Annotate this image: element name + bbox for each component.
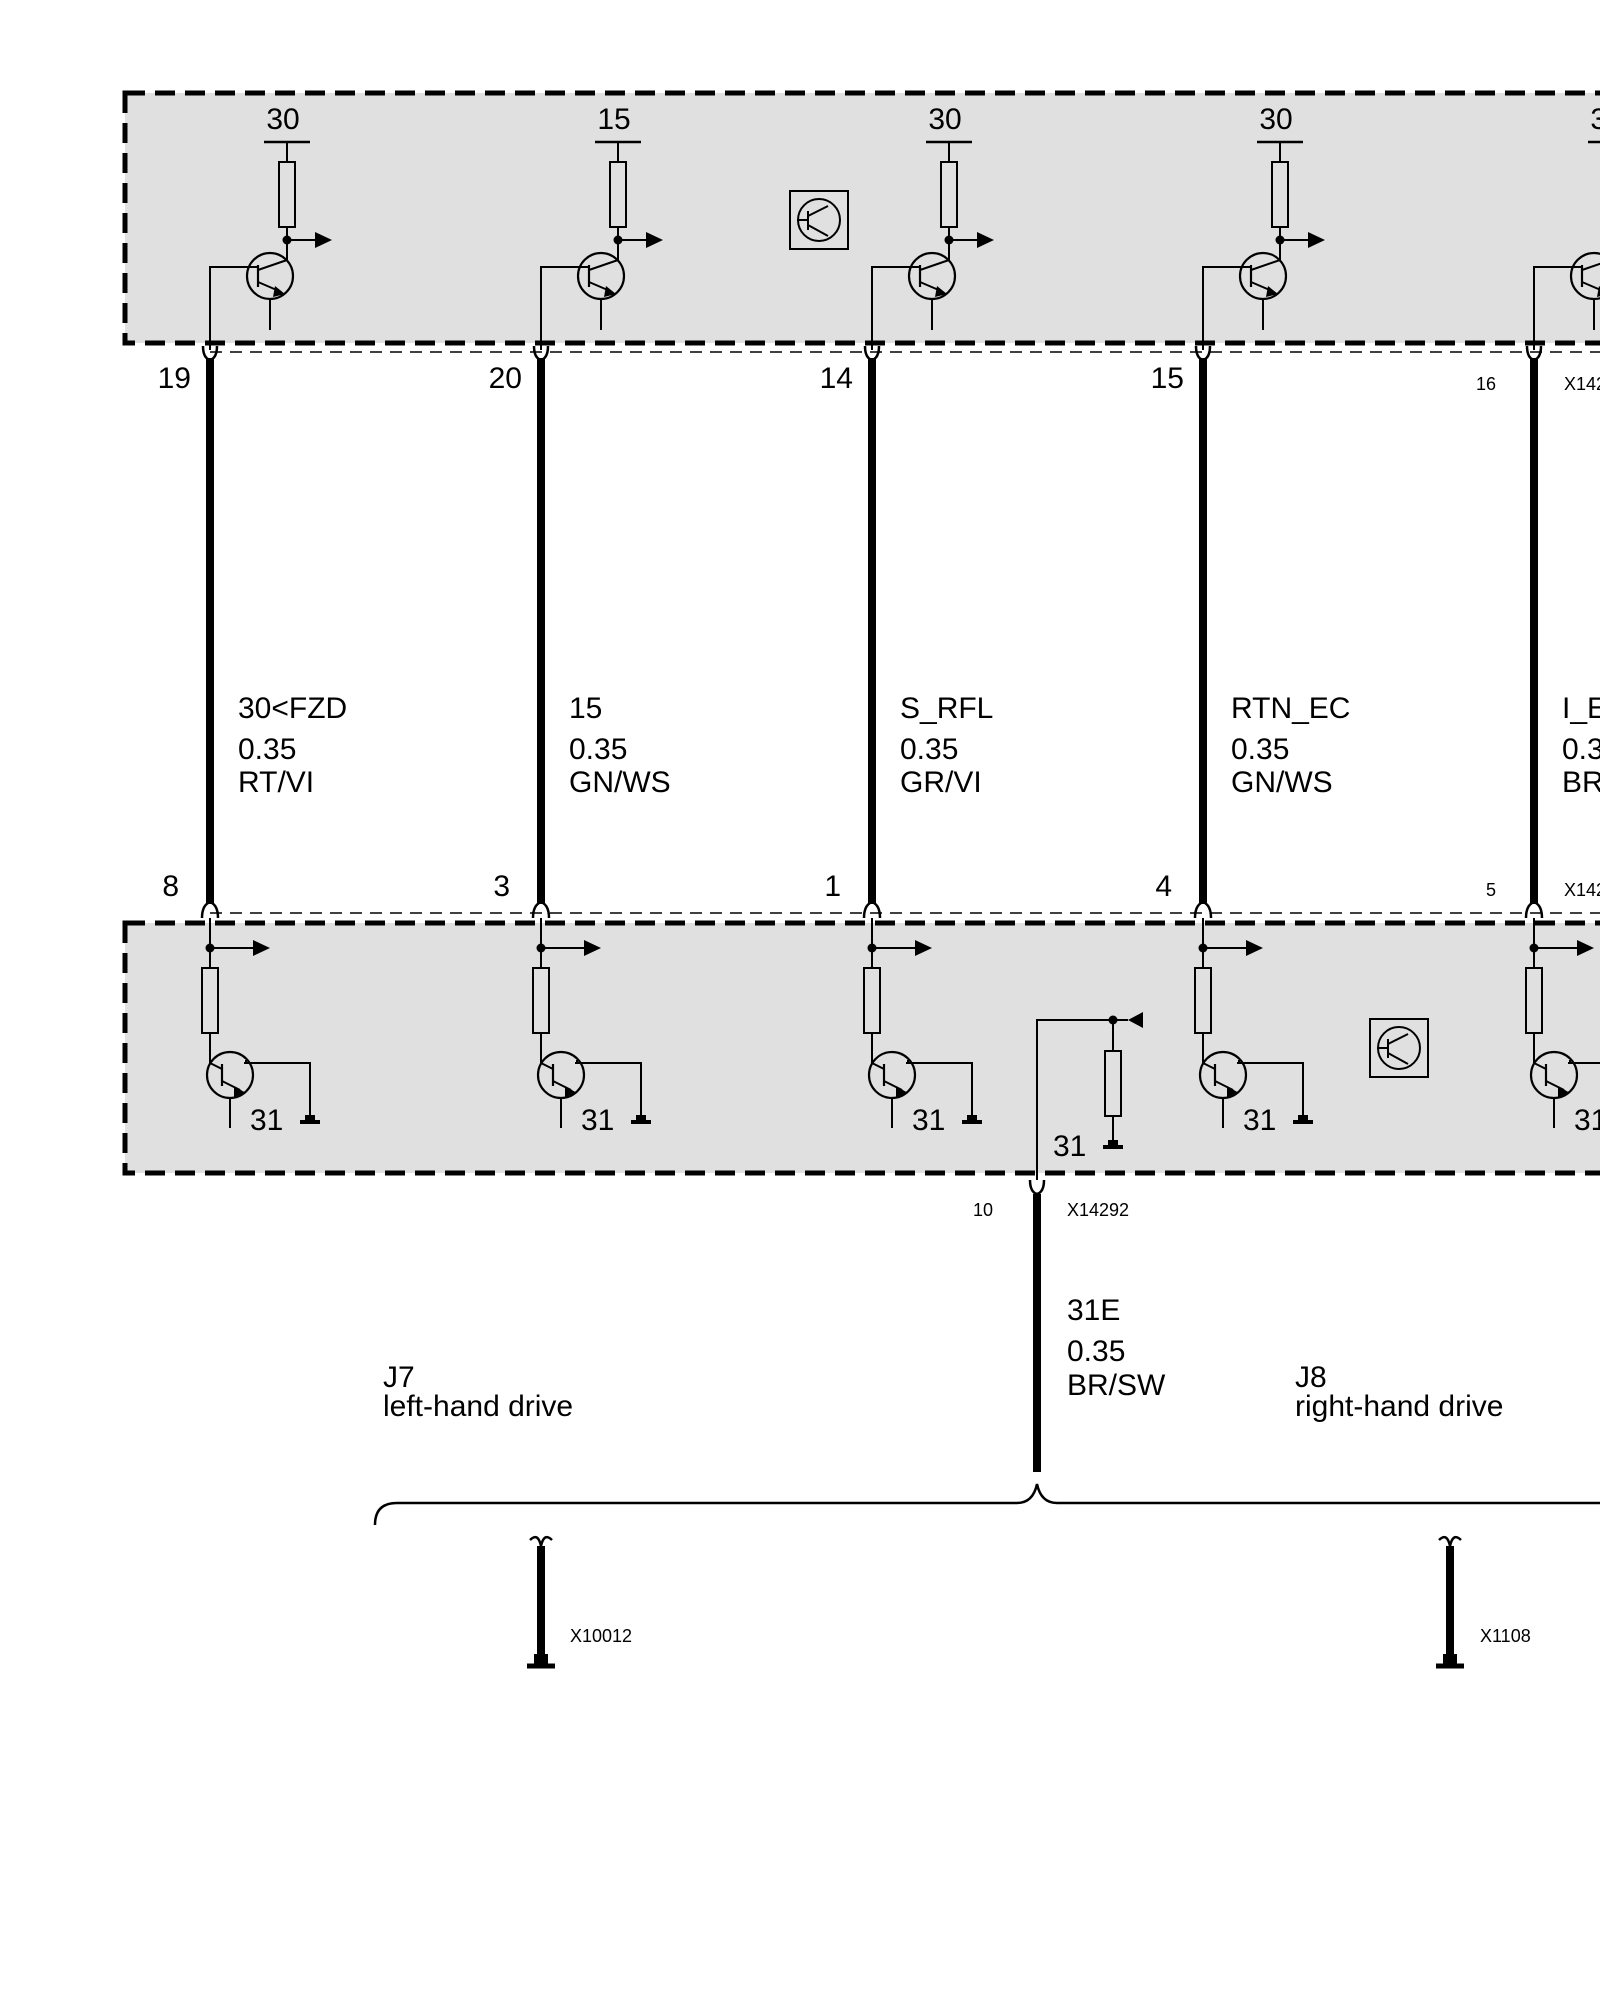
top-pin-label: 15 <box>1151 362 1184 395</box>
supply-label: 30 <box>266 103 299 136</box>
bottom-module-boundary <box>122 920 1600 1176</box>
ground-icon <box>1436 1654 1464 1669</box>
bottom-pin-label: 8 <box>162 870 179 903</box>
top-module-boundary <box>122 90 1600 346</box>
ground-wire-color: BR/SW <box>1067 1369 1166 1402</box>
wire-harness: 30<FZD0.35RT/VI150.35GN/WSS_RFL0.35GR/VI… <box>200 345 1600 919</box>
supply-label: 15 <box>597 103 630 136</box>
signal-arrow-icon <box>1577 940 1594 956</box>
signal-arrow-icon <box>1246 940 1263 956</box>
supply-label: 30 <box>1259 103 1292 136</box>
bottom-channel: 1 31 <box>824 870 982 1137</box>
bottom-pin-label: 4 <box>1155 870 1172 903</box>
variant-brace <box>373 1483 1600 1526</box>
wire-signal: I_E <box>1562 692 1600 725</box>
transistor-module-icon <box>1369 1018 1429 1078</box>
ground-wire-size: 0.35 <box>1067 1335 1125 1368</box>
variant-j8-connector: X1108 <box>1480 1626 1531 1646</box>
signal-arrow-icon <box>1308 232 1325 248</box>
bottom-channel: 5 X142 31 <box>1486 880 1600 1137</box>
supply-label: 30 <box>928 103 961 136</box>
ground-icon <box>300 1115 320 1124</box>
wire-size: 0.35 <box>900 733 958 766</box>
variant-j7-label: left-hand drive <box>383 1390 573 1423</box>
signal-arrow-icon <box>584 940 601 956</box>
wire-color: GR/VI <box>900 766 982 799</box>
top-channel: 30 15 <box>1151 103 1325 395</box>
top-channels: 30191520301430153016X142 <box>158 103 1600 395</box>
wire-color: GN/WS <box>569 766 671 799</box>
bottom-ground-label: 31 <box>912 1104 945 1137</box>
ground-icon <box>631 1115 651 1124</box>
bottom-channels: 8 31 3 31 1 31 4 31 5 X142 31 <box>162 870 1600 1137</box>
bottom-ground-label: 31 <box>1243 1104 1276 1137</box>
ground-icon <box>527 1654 555 1669</box>
bottom-pin-label: 3 <box>493 870 510 903</box>
ground-wire: 10 X14292 31E 0.35 BR/SW <box>373 1179 1600 1526</box>
signal-arrow-icon <box>1128 1012 1143 1028</box>
top-pin-label: 16 <box>1476 374 1496 394</box>
ground-icon <box>1103 1140 1123 1149</box>
wire-color: GN/WS <box>1231 766 1333 799</box>
variant-j8-code: J8 <box>1295 1361 1327 1394</box>
wire-size: 0.35 <box>1231 733 1289 766</box>
wire: I_E 0.3BR <box>1524 345 1600 919</box>
ground-sense-circuit: 31 <box>1036 1012 1143 1180</box>
wire-color: RT/VI <box>238 766 314 799</box>
bottom-channel: 3 31 <box>493 870 651 1137</box>
bottom-ground-label: 31 <box>581 1104 614 1137</box>
ground-pin-label: 10 <box>973 1200 993 1220</box>
top-channel: 30 16 X142 <box>1476 103 1600 394</box>
supply-label: 30 <box>1590 103 1600 136</box>
wire-signal: S_RFL <box>900 692 993 725</box>
bottom-ground-label: 31 <box>1574 1104 1600 1137</box>
transistor-module-icon <box>789 190 849 250</box>
wire-color: BR <box>1562 766 1600 799</box>
variant-j8: J8 right-hand drive X1108 <box>1295 1361 1531 1669</box>
signal-arrow-icon <box>315 232 332 248</box>
top-connector-label: X142 <box>1564 374 1600 394</box>
top-control-module: 30191520301430153016X142 <box>122 90 1600 395</box>
variant-j8-label: right-hand drive <box>1295 1390 1503 1423</box>
wire-size: 0.35 <box>238 733 296 766</box>
top-channel: 30 14 <box>820 103 994 395</box>
transistor-icon <box>245 251 295 301</box>
variant-j7: J7 left-hand drive X10012 <box>383 1361 632 1669</box>
variant-j7-code: J7 <box>383 1361 415 1394</box>
sense-ground-label: 31 <box>1053 1130 1086 1163</box>
wire-signal: RTN_EC <box>1231 692 1350 725</box>
ground-icon <box>962 1115 982 1124</box>
wire-size: 0.3 <box>1562 733 1600 766</box>
top-pin-label: 14 <box>820 362 853 395</box>
signal-arrow-icon <box>253 940 270 956</box>
bottom-control-module: 8 31 3 31 1 31 4 31 5 X142 31 31 <box>122 870 1600 1180</box>
top-channel: 30 19 <box>158 103 332 395</box>
signal-arrow-icon <box>977 232 994 248</box>
bottom-pin-label: 1 <box>824 870 841 903</box>
ground-wire-signal: 31E <box>1067 1294 1120 1327</box>
signal-arrow-icon <box>915 940 932 956</box>
top-pin-label: 19 <box>158 362 191 395</box>
top-pin-label: 20 <box>489 362 522 395</box>
variant-j7-connector: X10012 <box>570 1626 632 1646</box>
bottom-ground-label: 31 <box>250 1104 283 1137</box>
signal-arrow-icon <box>646 232 663 248</box>
bottom-channel: 8 31 <box>162 870 320 1137</box>
wire-size: 0.35 <box>569 733 627 766</box>
wire-signal: 15 <box>569 692 602 725</box>
bottom-connector-label: X142 <box>1564 880 1600 900</box>
ground-icon <box>1293 1115 1313 1124</box>
bottom-channel: 4 31 <box>1155 870 1313 1137</box>
ground-connector-label: X14292 <box>1067 1200 1129 1220</box>
bottom-pin-label: 5 <box>1486 880 1496 900</box>
wire-signal: 30<FZD <box>238 692 347 725</box>
transistor-icon <box>536 1050 586 1100</box>
